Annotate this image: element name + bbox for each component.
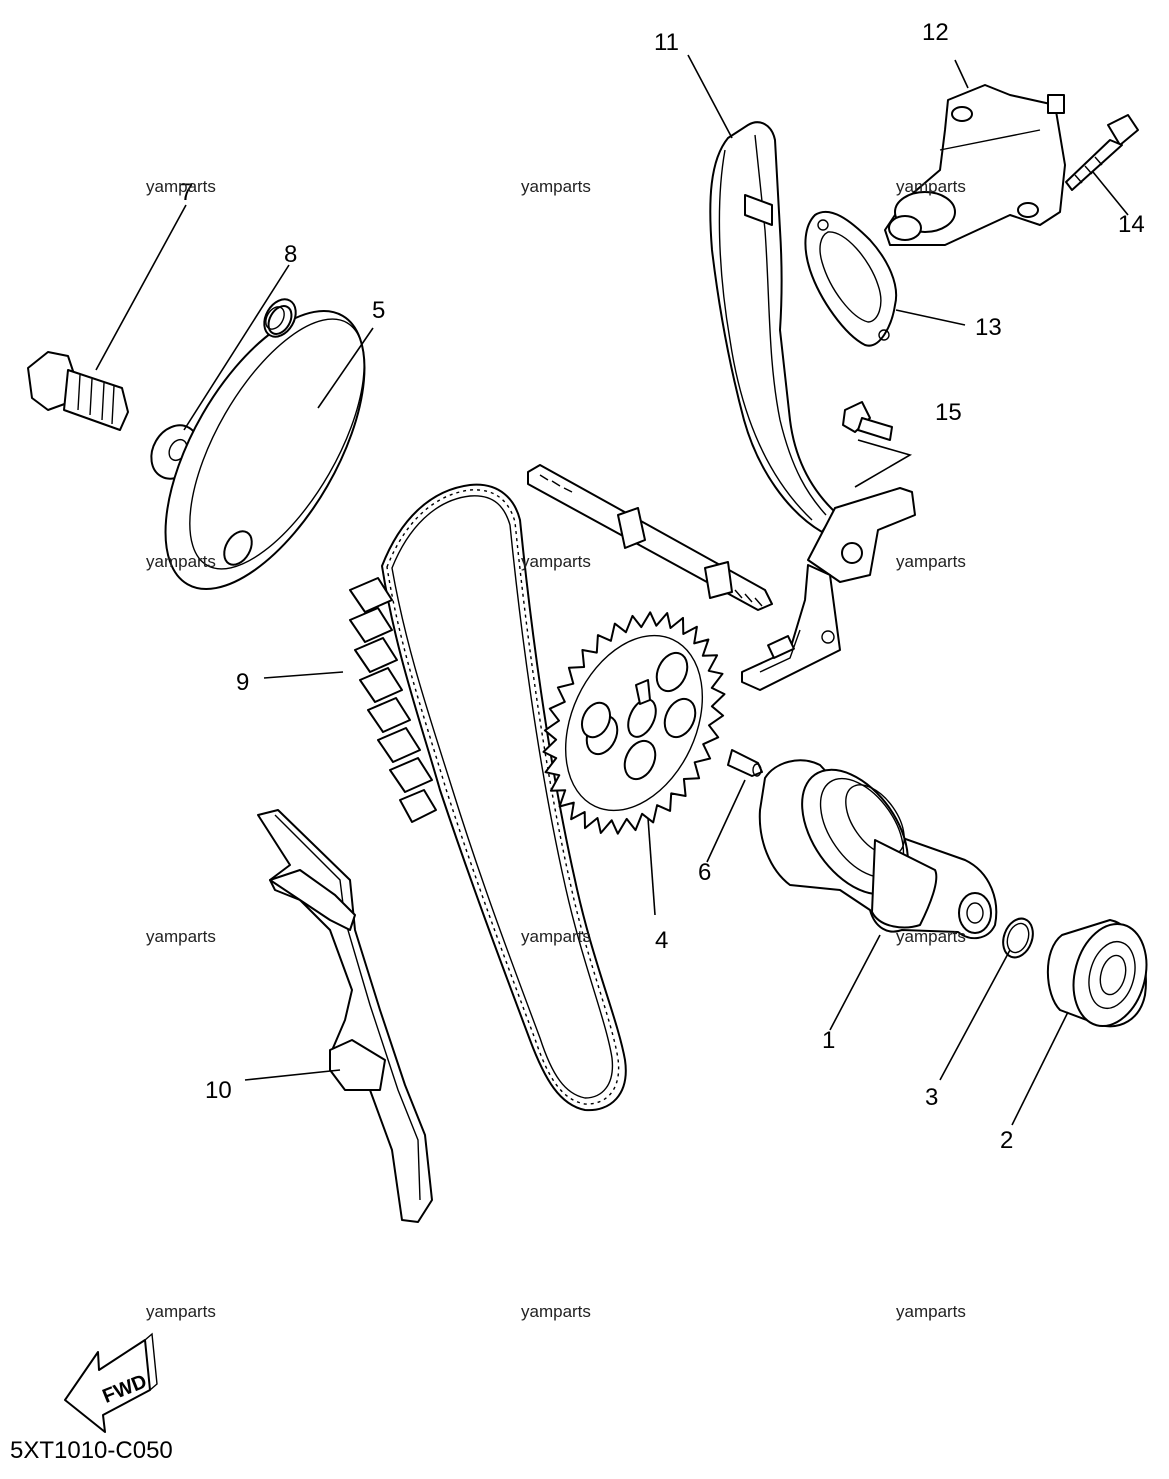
watermark: yamparts — [521, 927, 591, 946]
part-4-cam-sprocket — [542, 611, 726, 835]
watermark: yamparts — [896, 177, 966, 196]
watermark: yamparts — [521, 552, 591, 571]
part-6-dowel-pin — [727, 749, 763, 777]
watermark: yamparts — [146, 1302, 216, 1321]
callout-13: 13 — [975, 314, 1002, 341]
callout-labels: 11 12 14 13 15 7 8 5 9 4 6 1 3 2 10 — [180, 19, 1145, 1154]
part-12-cam-chain-tensioner — [884, 84, 1066, 246]
callout-10: 10 — [205, 1077, 232, 1104]
callout-5: 5 — [372, 297, 385, 324]
callout-15: 15 — [935, 399, 962, 426]
diagram-code: 5XT1010-C050 — [10, 1437, 173, 1464]
callout-4: 4 — [655, 927, 668, 954]
callout-9: 9 — [236, 669, 249, 696]
watermark: yamparts — [146, 927, 216, 946]
part-5-cover-plate — [164, 298, 366, 590]
watermark: yamparts — [146, 177, 216, 196]
chain-links — [349, 577, 437, 823]
callout-12: 12 — [922, 19, 949, 46]
part-2-bearing — [1046, 919, 1148, 1028]
watermark: yamparts — [146, 552, 216, 571]
watermark: yamparts — [521, 177, 591, 196]
shaft — [527, 464, 773, 611]
watermark: yamparts — [896, 927, 966, 946]
watermark: yamparts — [521, 1302, 591, 1321]
part-11-chain-guide-upper — [709, 121, 836, 533]
callout-11: 11 — [654, 29, 679, 56]
callout-1: 1 — [822, 1027, 835, 1054]
callout-14: 14 — [1118, 211, 1145, 238]
watermarks: yamparts yamparts yamparts yamparts yamp… — [146, 177, 966, 1321]
part-7-bolt — [27, 351, 129, 431]
callout-7: 7 — [180, 179, 193, 206]
fwd-arrow-icon: FWD — [64, 1332, 158, 1433]
callout-8: 8 — [284, 241, 297, 268]
part-10-chain-guide-lower — [257, 809, 433, 1223]
part-13-gasket — [804, 210, 898, 347]
part-1-camshaft — [758, 759, 998, 940]
part-9-cam-chain — [349, 483, 627, 1112]
part-3-circlip — [1002, 917, 1034, 959]
callout-3: 3 — [925, 1084, 938, 1111]
callout-2: 2 — [1000, 1127, 1013, 1154]
watermark: yamparts — [896, 1302, 966, 1321]
part-15-bracket — [741, 487, 916, 691]
part-15-bolt — [842, 401, 893, 441]
leader-lines — [95, 54, 1129, 1126]
watermark: yamparts — [896, 552, 966, 571]
callout-6: 6 — [698, 859, 711, 886]
part-14-bolt — [1065, 114, 1139, 191]
